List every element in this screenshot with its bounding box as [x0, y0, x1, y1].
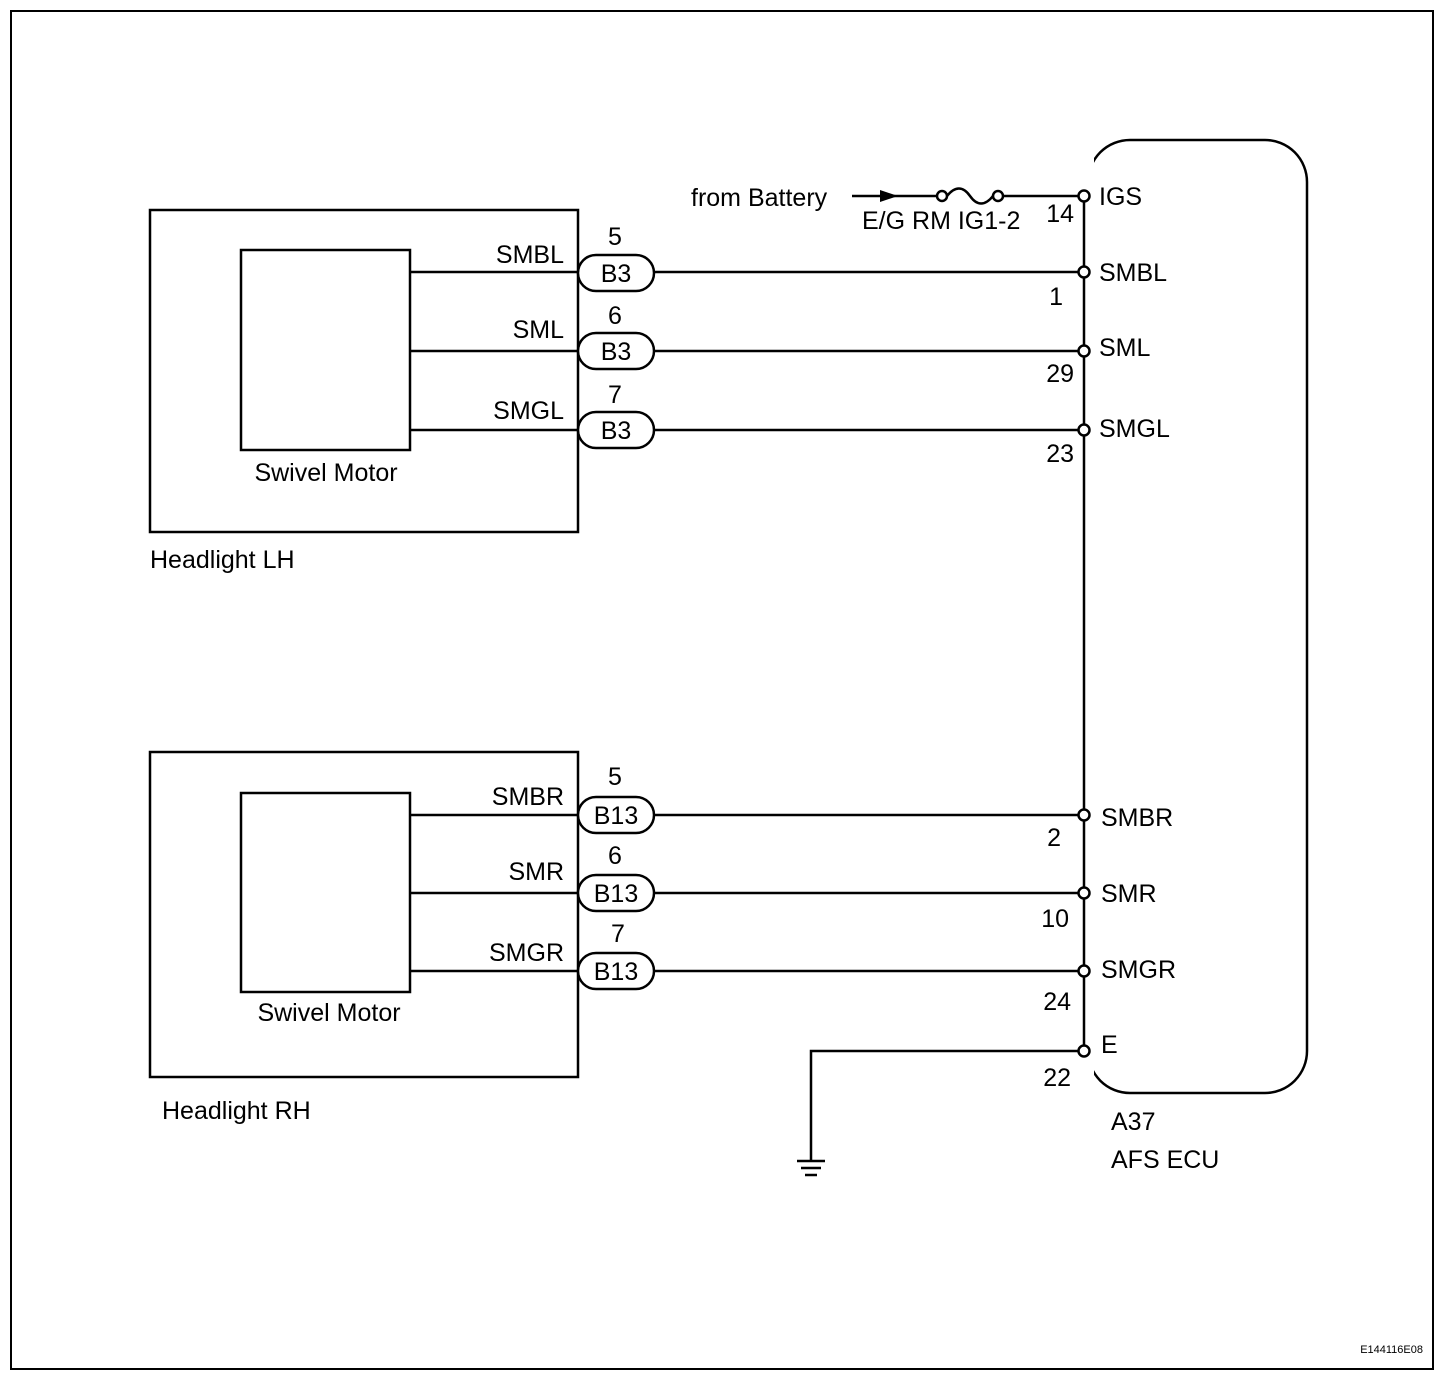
ecu-pin-name-smbl: SMBL [1099, 259, 1167, 287]
connector-pin-smbr-rh: 5 [608, 763, 622, 791]
ecu-pin-smr [1077, 886, 1091, 900]
ecu-pin-name-igs: IGS [1099, 183, 1142, 211]
signal-label-smbr-rh: SMBR [492, 783, 564, 811]
connector-id-smbl-lh: B3 [601, 260, 632, 288]
ecu-pin-number-smr: 10 [1041, 905, 1069, 933]
swivel-motor-rh-label: Swivel Motor [257, 999, 400, 1027]
signal-label-smr-rh: SMR [508, 858, 564, 886]
ecu-name: AFS ECU [1111, 1146, 1219, 1174]
ecu-pin-number-smgl: 23 [1046, 440, 1074, 468]
connector-id-smbr-rh: B13 [594, 802, 638, 830]
ecu-pin-number-smgr: 24 [1043, 988, 1071, 1016]
from-battery-label: from Battery [691, 184, 828, 212]
ecu-pin-smgl [1077, 423, 1091, 437]
signal-label-sml-lh: SML [513, 316, 565, 344]
ecu-pin-name-smbr: SMBR [1101, 804, 1173, 832]
fuse-terminal-right [991, 189, 1005, 203]
connector-pin-smgl-lh: 7 [608, 381, 622, 409]
connector-pin-sml-lh: 6 [608, 302, 622, 330]
ecu-pin-name-e: E [1101, 1031, 1118, 1059]
headlight-lh-housing [148, 208, 580, 534]
fuse-label: E/G RM IG1-2 [862, 207, 1020, 235]
swivel-motor-lh-label: Swivel Motor [254, 459, 397, 487]
diagram-frame [10, 10, 1434, 1370]
ecu-pin-name-sml: SML [1099, 334, 1151, 362]
ecu-pin-number-sml: 29 [1046, 360, 1074, 388]
signal-label-smbl-lh: SMBL [496, 241, 564, 269]
fuse-terminal-left [935, 189, 949, 203]
power-feed: from Battery E/G RM IG1-2 [691, 184, 1078, 235]
fuse-symbol-icon [946, 187, 994, 205]
ecu-pin-smgr [1077, 964, 1091, 978]
swivel-motor-rh [239, 791, 412, 994]
connector-pin-smbl-lh: 5 [608, 223, 622, 251]
swivel-motor-lh [239, 248, 412, 452]
headlight-lh: Swivel Motor Headlight LH SMBL 5 B3 SML … [148, 208, 1078, 574]
ecu-pin-number-igs: 14 [1046, 200, 1074, 228]
connector-id-smgr-rh: B13 [594, 958, 638, 986]
afs-ecu: IGS 14 SMBL 1 SML 29 SMGL 23 SMBR 2 SMR … [1041, 138, 1309, 1174]
headlight-rh: Swivel Motor Headlight RH SMBR 5 B13 SMR… [148, 750, 1078, 1125]
ecu-pin-sml [1077, 344, 1091, 358]
connector-pin-smr-rh: 6 [608, 842, 622, 870]
ecu-pin-number-smbl: 1 [1049, 283, 1063, 311]
ecu-pin-name-smgr: SMGR [1101, 956, 1176, 984]
headlight-rh-housing [148, 750, 580, 1079]
ground [797, 1049, 1078, 1177]
ecu-pin-igs [1077, 189, 1091, 203]
ecu-pin-smbr [1077, 808, 1091, 822]
ecu-pin-number-e: 22 [1043, 1064, 1071, 1092]
connector-id-sml-lh: B3 [601, 338, 632, 366]
figure-code: E144116E08 [1360, 1344, 1423, 1356]
ecu-pin-name-smr: SMR [1101, 880, 1157, 908]
ecu-pin-number-smbr: 2 [1047, 824, 1061, 852]
connector-id-smr-rh: B13 [594, 880, 638, 908]
headlight-rh-title: Headlight RH [162, 1097, 311, 1125]
headlight-lh-title: Headlight LH [150, 546, 295, 574]
connector-id-smgl-lh: B3 [601, 417, 632, 445]
connector-pin-smgr-rh: 7 [611, 920, 625, 948]
signal-label-smgr-rh: SMGR [489, 939, 564, 967]
ecu-code: A37 [1111, 1108, 1155, 1136]
ecu-pin-smbl [1077, 265, 1091, 279]
ecu-pin-name-smgl: SMGL [1099, 415, 1170, 443]
signal-label-smgl-lh: SMGL [493, 397, 564, 425]
ecu-pin-e [1077, 1044, 1091, 1058]
